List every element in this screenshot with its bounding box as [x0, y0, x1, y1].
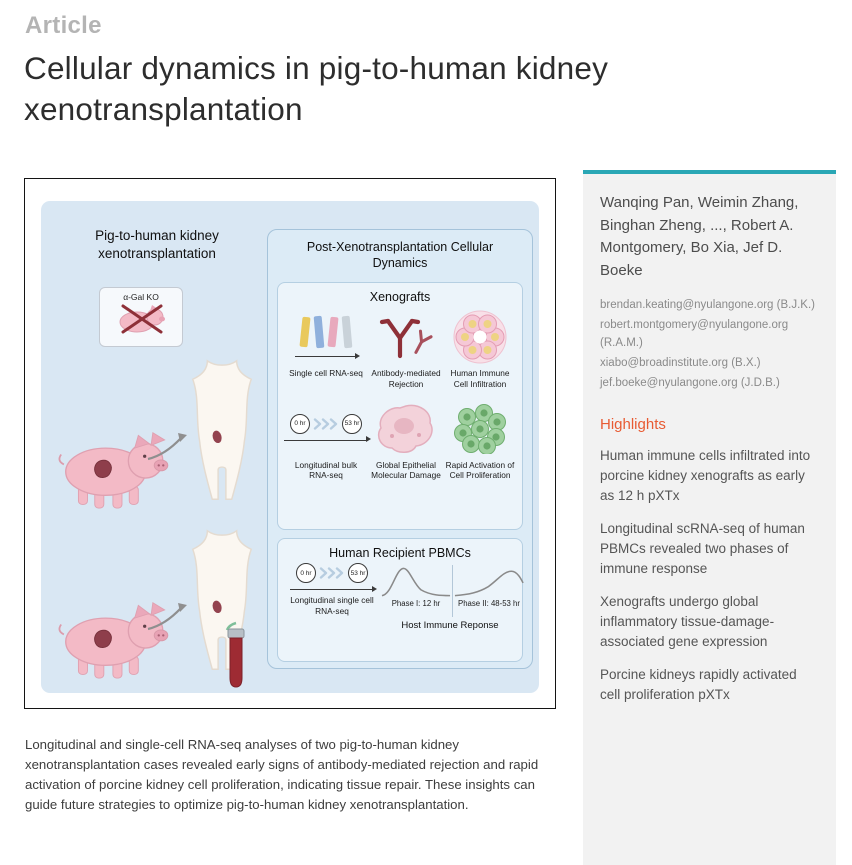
phase1-plot: Phase I: 12 hr: [380, 563, 452, 609]
highlight-item: Longitudinal scRNA-seq of human PBMCs re…: [600, 521, 805, 577]
epithelial-damage-item: Global Epithelial Molecular Damage: [370, 400, 442, 482]
article-sidebar: Wanqing Pan, Weimin Zhang, Binghan Zheng…: [583, 170, 836, 865]
single-cell-rnaseq-label: Single cell RNA-seq: [289, 368, 363, 378]
pig-icon: [58, 431, 169, 509]
phase2-curve-icon: [454, 570, 524, 597]
transplant-arrow-icon: [147, 433, 187, 461]
pbmcs-title: Human Recipient PBMCs: [329, 546, 471, 560]
xenografts-grid: Single cell RNA-seq: [278, 304, 522, 481]
antibody-rejection-item: Antibody-mediated Rejection: [370, 308, 442, 390]
timepoint-53hr: 53 hr: [342, 413, 362, 434]
epithelial-damage-label: Global Epithelial Molecular Damage: [371, 459, 441, 481]
correspondence-block: brendan.keating@nyulangone.org (B.J.K.) …: [600, 297, 819, 392]
pbmcs-box: Human Recipient PBMCs 0 hr 53 hr: [277, 538, 525, 662]
xenotransplant-case-1: [51, 355, 263, 513]
correspondence-email[interactable]: brendan.keating@nyulangone.org (B.J.K.): [600, 299, 815, 311]
immune-cell-rosette-icon: [453, 310, 507, 364]
pbmc-timeline-column: 0 hr 53 hr Longitudinal single cell RNA-…: [284, 563, 380, 617]
immune-infiltration-item: Human Immune Cell Infiltration: [444, 308, 516, 390]
kidney-icon: [94, 459, 112, 478]
timeline-arrow-icon: [284, 436, 371, 443]
article-kicker: Article: [25, 12, 102, 39]
abstract-caption: Longitudinal and single-cell RNA-seq ana…: [25, 737, 539, 812]
abstract-left-section: Pig-to-human kidney xenotransplantation …: [51, 213, 263, 688]
alpha-gal-ko-label: α-Gal KO: [123, 292, 159, 302]
alpha-gal-ko-box: α-Gal KO: [99, 287, 183, 347]
timepoint-0hr: 0 hr: [296, 563, 316, 583]
timepoint-53hr: 53 hr: [348, 563, 368, 583]
abstract-panel: Pig-to-human kidney xenotransplantation …: [41, 201, 539, 693]
bulk-rnaseq-label: Longitudinal bulk RNA-seq: [294, 459, 358, 481]
proliferation-item: Rapid Activation of Cell Proliferation: [444, 400, 516, 482]
graphical-abstract: Pig-to-human kidney xenotransplantation …: [24, 178, 556, 709]
antibody-icon: [379, 318, 433, 359]
left-section-heading: Pig-to-human kidney xenotransplantation: [95, 228, 219, 261]
bulk-rnaseq-item: 0 hr 53 hr Longitudinal bulk RNA-seq: [284, 400, 371, 482]
xenotransplant-case-2: [51, 525, 263, 688]
timeline: 0 hr 53 hr: [296, 563, 368, 583]
timepoint-0hr: 0 hr: [290, 413, 310, 434]
human-torso-icon: [191, 359, 253, 500]
timeline-arrow-icon: [295, 352, 360, 359]
immune-infiltration-label: Human Immune Cell Infiltration: [450, 368, 510, 389]
timeline: 0 hr 53 hr: [290, 413, 362, 434]
transplant-arrow-icon: [147, 603, 187, 631]
correspondence-email[interactable]: jef.boeke@nyulangone.org (J.D.B.): [600, 377, 780, 389]
antibody-rejection-label: Antibody-mediated Rejection: [371, 368, 441, 389]
knockout-pig-icon: [119, 304, 165, 334]
plot-divider: [452, 565, 453, 617]
page-title: Cellular dynamics in pig-to-human kidney…: [24, 50, 609, 127]
single-cell-rnaseq-item: Single cell RNA-seq: [284, 308, 368, 390]
post-xenotransplantation-panel: Post-Xenotransplantation Cellular Dynami…: [267, 229, 533, 669]
pig-icon: [58, 601, 169, 679]
damaged-cell-icon: [377, 404, 433, 453]
pbmcs-content: 0 hr 53 hr Longitudinal single cell RNA-…: [278, 560, 525, 617]
kidney-icon: [212, 430, 222, 444]
right-panel-heading: Post-Xenotransplantation Cellular Dynami…: [306, 240, 494, 271]
kidney-icon: [212, 600, 222, 614]
correspondence-email[interactable]: xiabo@broadinstitute.org (B.X.): [600, 356, 761, 369]
xenografts-box: Xenografts Single cell RNA-s: [277, 282, 523, 530]
author-list: Wanqing Pan, Weimin Zhang, Binghan Zheng…: [600, 194, 799, 279]
immune-response-plots: Phase I: 12 hr Phase II: 48-53 hr: [380, 563, 525, 617]
highlight-item: Xenografts undergo global inflammatory t…: [600, 594, 775, 649]
phase1-curve-icon: [381, 567, 451, 597]
highlights-heading: Highlights: [600, 416, 666, 434]
highlight-item: Human immune cells infiltrated into porc…: [600, 448, 811, 504]
timeline-arrow-icon: [290, 585, 377, 592]
phase1-label: Phase I: 12 hr: [391, 599, 441, 608]
correspondence-email[interactable]: robert.montgomery@nyulangone.org (R.A.M.…: [600, 319, 789, 349]
phase2-plot: Phase II: 48-53 hr: [453, 563, 525, 609]
host-immune-response-label: Host Immune Reponse: [401, 620, 499, 631]
blood-tube-icon: [225, 621, 245, 688]
proliferating-cells-icon: [454, 403, 506, 454]
longitudinal-scrnaseq-label: Longitudinal single cell RNA-seq: [290, 595, 374, 616]
chevrons-icon: [319, 567, 344, 579]
chevrons-icon: [313, 417, 338, 430]
phase2-label: Phase II: 48-53 hr: [458, 599, 520, 608]
kidney-icon: [94, 629, 112, 648]
proliferation-label: Rapid Activation of Cell Proliferation: [445, 459, 515, 481]
highlight-item: Porcine kidneys rapidly activated cell p…: [600, 666, 797, 702]
rnaseq-lanes-icon: [299, 315, 353, 349]
human-torso-icon: [191, 529, 253, 670]
xenografts-title: Xenografts: [369, 290, 431, 304]
